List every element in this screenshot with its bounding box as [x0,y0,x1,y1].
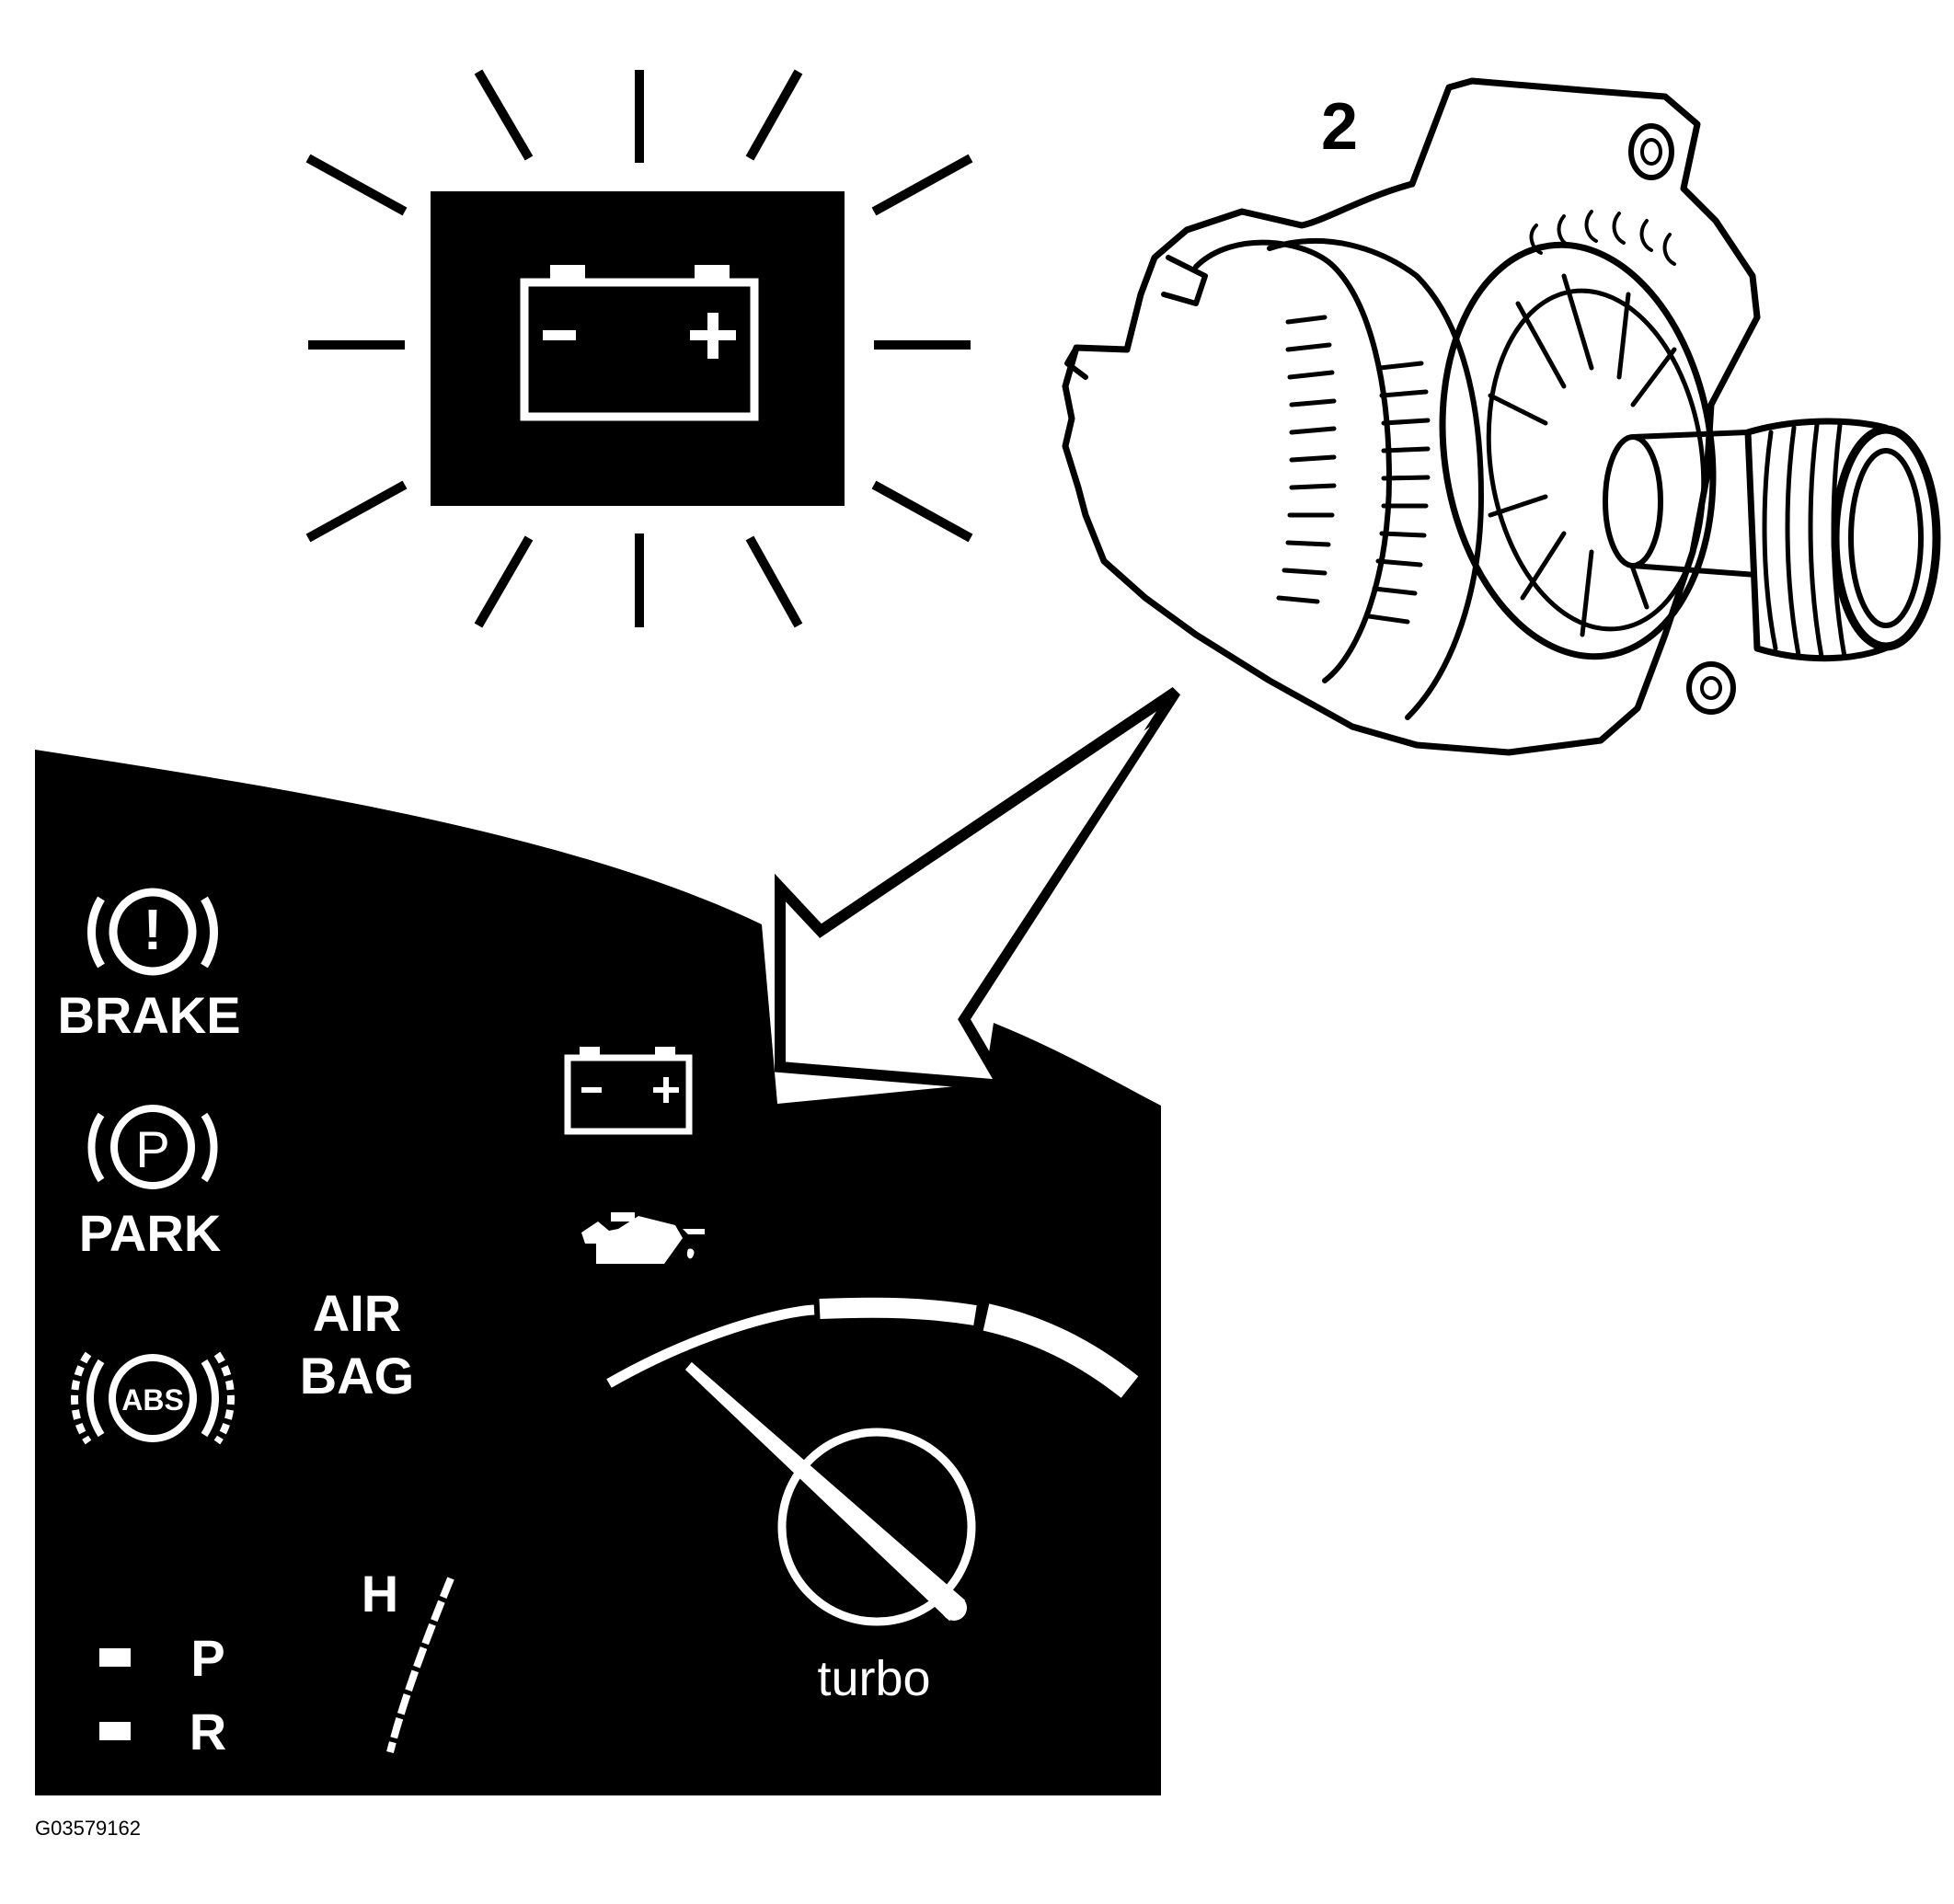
battery-lamp-glow [305,69,973,628]
battery-lamp-box [431,191,845,506]
alternator-illustration [1062,77,1941,756]
gear-park-label: P [190,1629,224,1687]
pointer-arrow-inner [793,727,1150,1072]
glow-rays [305,69,973,628]
abs-icon [71,1351,235,1445]
gear-reverse-label: R [190,1703,226,1761]
gear-indicator: P R [99,1629,226,1761]
turbo-gauge-hub [777,1428,976,1626]
callout-number: 2 [1321,90,1358,164]
cluster-battery-icon [564,1047,693,1135]
temp-hot-label: H [362,1565,398,1623]
abs-label: ABS [121,1383,184,1417]
brake-label: BRAKE [57,986,240,1044]
gear-park-marker [99,1648,131,1667]
gear-reverse-marker [99,1722,131,1740]
park-symbol: P [135,1120,169,1178]
figure-id: G03579162 [35,1817,141,1840]
park-brake-icon [87,1105,218,1189]
turbo-label: turbo [817,1651,930,1706]
battery-warning-icon [520,265,759,421]
brake-warning-icon [87,888,218,976]
park-label: PARK [79,1204,222,1262]
oil-pressure-icon [581,1212,705,1264]
air-bag-label-line2: BAG [300,1347,414,1405]
instrument-cluster: ! BRAKE P PARK ABS AIR BAG [35,750,1161,1795]
brake-symbol: ! [144,899,163,962]
air-bag-label-line1: AIR [313,1284,401,1342]
turbo-gauge [606,1297,1139,1626]
temp-gauge-arc [386,1577,454,1753]
turbo-needle-cap [941,1595,967,1621]
